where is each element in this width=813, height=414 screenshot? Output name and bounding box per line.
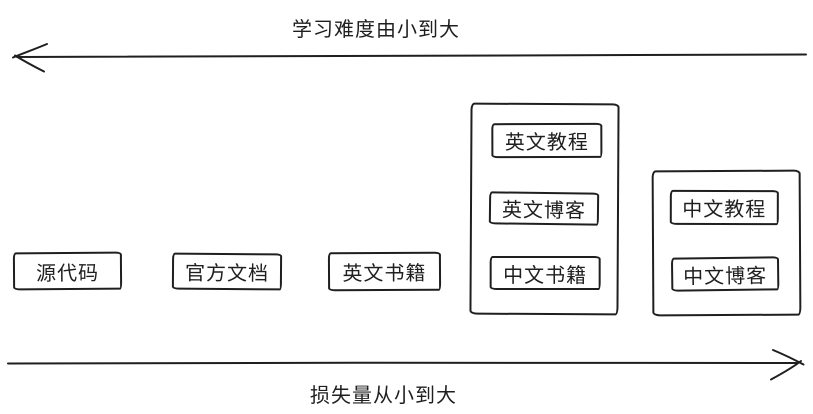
difficulty-arrow-left-icon [12, 43, 807, 73]
loss-arrow-right-icon [7, 349, 805, 381]
box-chinese-blogs-label: 中文博客 [683, 262, 768, 289]
box-english-books: 英文书籍 [327, 251, 442, 292]
box-english-books-label: 英文书籍 [342, 260, 427, 286]
box-english-blogs: 英文博客 [488, 191, 600, 226]
box-chinese-books-label: 中文书籍 [503, 262, 588, 287]
box-chinese-books: 中文书籍 [489, 256, 601, 291]
group-chinese-resources: 中文教程 中文博客 [651, 169, 802, 317]
box-english-tutorials: 英文教程 [491, 122, 603, 159]
box-official-docs-label: 官方文档 [184, 260, 270, 286]
box-official-docs: 官方文档 [171, 252, 283, 291]
box-english-blogs-label: 英文博客 [501, 197, 587, 223]
loss-axis-label: 损失量从小到大 [310, 383, 457, 407]
box-english-tutorials-label: 英文教程 [504, 129, 589, 155]
box-chinese-blogs: 中文博客 [670, 256, 780, 292]
box-chinese-tutorials-label: 中文教程 [682, 196, 767, 222]
group-mixed-resources: 英文教程 英文博客 中文书籍 [469, 102, 620, 316]
box-source-code: 源代码 [12, 251, 123, 291]
box-chinese-tutorials: 中文教程 [669, 189, 779, 226]
box-source-code-label: 源代码 [35, 260, 100, 285]
difficulty-axis-label: 学习难度由小到大 [292, 17, 460, 41]
